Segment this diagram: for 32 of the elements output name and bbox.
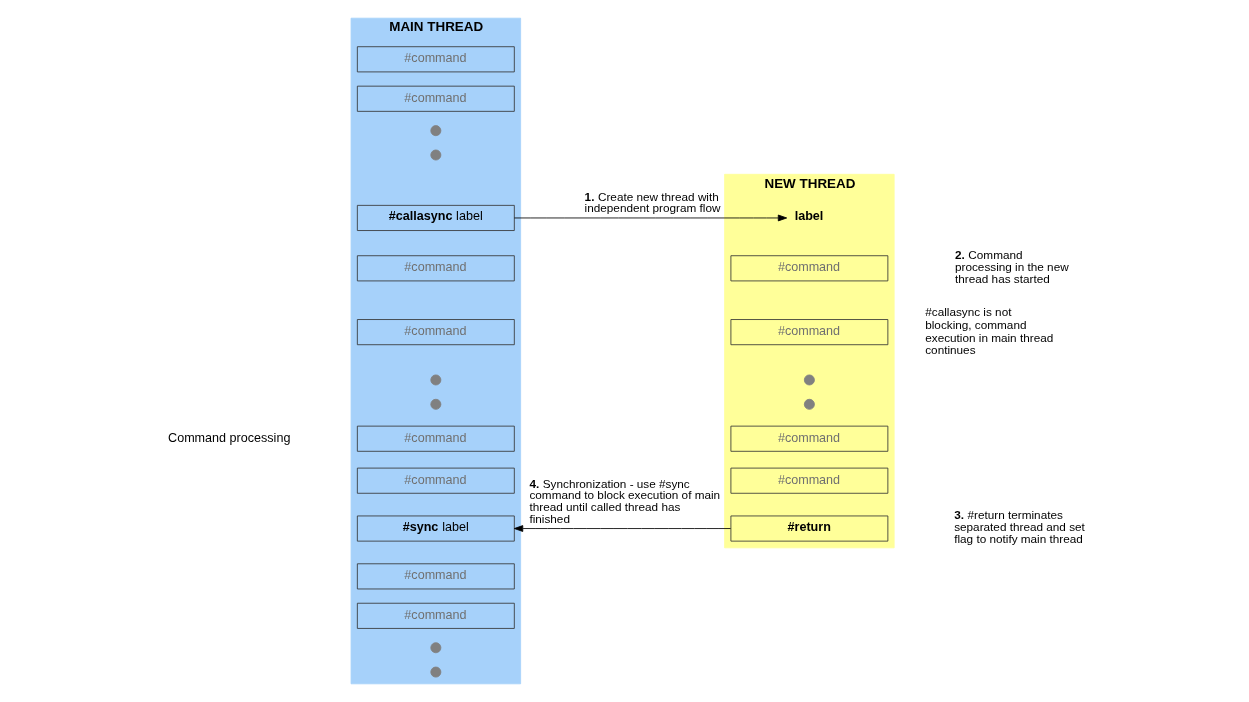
- node-circle: [430, 666, 442, 678]
- label: 2. Command processing in the new thread has started: [955, 248, 1069, 285]
- node-circle: [430, 398, 442, 410]
- node-box: #command: [356, 467, 515, 494]
- node-box: #command: [730, 425, 889, 452]
- node-text: label: [794, 209, 824, 224]
- node-circle: [803, 398, 815, 410]
- node-box: #sync label: [356, 515, 515, 542]
- node-circle: [803, 374, 815, 386]
- node-circle: [430, 125, 442, 137]
- label: Command processing: [168, 430, 291, 445]
- node-box: #command: [730, 467, 889, 494]
- node-box: #command: [356, 255, 515, 282]
- node-box: #command: [356, 602, 515, 629]
- node-box: #return: [730, 515, 889, 542]
- node-circle: [430, 642, 442, 654]
- node-box: #command: [730, 255, 889, 282]
- node-box: #callasync label: [356, 204, 515, 231]
- node-box: #command: [356, 425, 515, 452]
- node-circle: [430, 374, 442, 386]
- node-box: #command: [356, 46, 515, 73]
- node-box: #command: [356, 319, 515, 346]
- edge-label: 1. Create new thread with independent program flow: [584, 189, 721, 215]
- edge-label: 4. Synchronization - use #sync command to block execution of main thread until called thread has finished: [529, 476, 721, 525]
- label: 3. #return terminates separated thread and set flag to notify main thread: [954, 508, 1085, 545]
- arrow: [513, 214, 788, 222]
- node-circle: [430, 149, 442, 161]
- label: #callasync is not blocking, command execution in main thread continues: [925, 305, 1054, 357]
- node-box: #command: [356, 85, 515, 112]
- arrow: [513, 525, 732, 532]
- node-box: #command: [356, 563, 515, 590]
- node-box: #command: [730, 319, 889, 346]
